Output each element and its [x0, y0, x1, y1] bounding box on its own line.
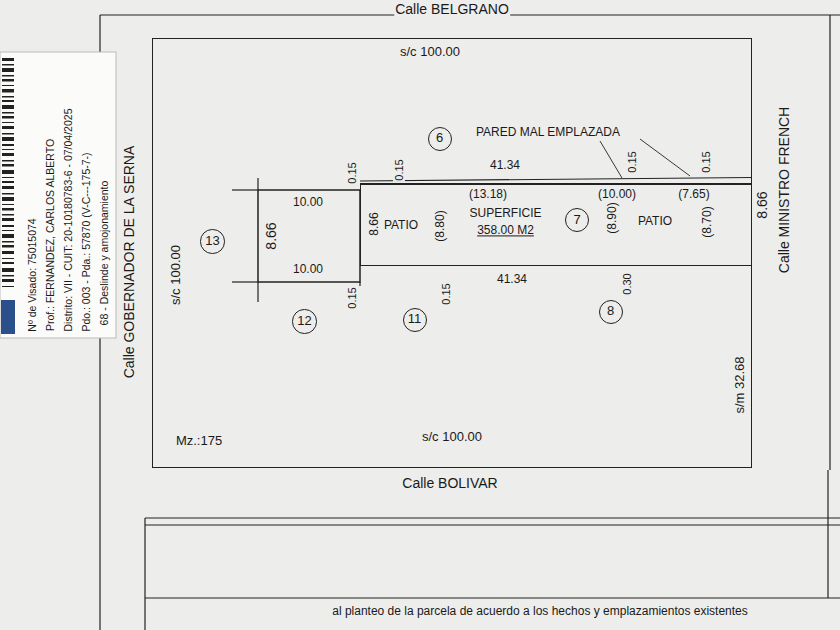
- lot-number: 7: [573, 213, 580, 227]
- dimension: 10.00: [292, 196, 324, 209]
- stamp-text: 68 - Deslinde y amojonamiento: [99, 179, 111, 326]
- street-name: Calle BOLIVAR: [401, 476, 498, 491]
- dimension: 0.15: [393, 158, 405, 181]
- lot-circle: 11: [403, 308, 427, 332]
- street-name: Calle BELGRANO: [394, 2, 510, 17]
- dimension: 0.15: [700, 150, 712, 173]
- dimension: 0.15: [626, 150, 638, 173]
- dimension: s/m 32.68: [733, 355, 747, 414]
- area-value: 358.00 M2: [477, 224, 534, 237]
- lot-number: 11: [408, 312, 422, 326]
- street-name: Calle GOBERNADOR DE LA SERNA: [122, 145, 137, 380]
- stamp-text: Pdo.: 003 - Pda.: 57870 (V-C---175-7-): [81, 151, 93, 332]
- lot-number: 13: [205, 234, 219, 248]
- dimension: (7.65): [677, 188, 710, 201]
- street-name: Calle MINISTRO FRENCH: [777, 106, 792, 274]
- dimension: 0.30: [621, 272, 633, 295]
- dimension: 41.34: [496, 273, 528, 286]
- lot-number: 6: [436, 131, 443, 145]
- stamp-text: Prof.: FERNANDEZ, CARLOS ALBERTO: [45, 138, 57, 332]
- dimension: 8.66: [264, 221, 279, 250]
- dimension: s/c 100.00: [169, 244, 183, 306]
- dimension: (8.70): [701, 205, 714, 238]
- stamp-text: Distrito: VII - CUIT: 20-10180783-6 - 07…: [63, 107, 75, 332]
- dimension: 8.66: [755, 190, 770, 219]
- area-name: PATIO: [637, 215, 673, 228]
- dimension: 0.15: [346, 286, 358, 309]
- block-outline: Mz.:175 6SUPERFICIE 358.00 M2 7 13 12 11 8: [152, 38, 752, 468]
- lot-circle: 12: [292, 309, 316, 333]
- dimension: (8.90): [606, 201, 619, 234]
- dimension: (10.00): [597, 188, 637, 201]
- area-heading: SUPERFICIE: [469, 207, 541, 220]
- dimension: s/c 100.00: [421, 430, 483, 444]
- area-name: PATIO: [383, 219, 419, 232]
- dimension: 0.15: [440, 282, 452, 305]
- lot-circle: 8: [599, 300, 623, 324]
- dimension: 0.15: [346, 161, 358, 184]
- dimension: 41.34: [489, 159, 521, 172]
- lot-circle: 7: [565, 208, 589, 232]
- dimension: 8.66: [368, 211, 381, 236]
- lot-number: 12: [297, 314, 311, 328]
- note: al planteo de la parcela de acuerdo a lo…: [331, 605, 749, 618]
- lot-number: 8: [607, 304, 614, 318]
- stamp-text: Nº de Visado: 75015074: [27, 217, 39, 332]
- note: PARED MAL EMPLAZADA: [475, 126, 621, 139]
- block-number: Mz.:175: [176, 434, 222, 448]
- dimension: (13.18): [468, 188, 508, 201]
- dimension: s/c 100.00: [399, 45, 461, 59]
- lot-circle: 6: [428, 127, 452, 151]
- lot-circle: 13: [200, 229, 224, 253]
- dimension: 10.00: [292, 263, 324, 276]
- dimension: (8.80): [434, 209, 447, 242]
